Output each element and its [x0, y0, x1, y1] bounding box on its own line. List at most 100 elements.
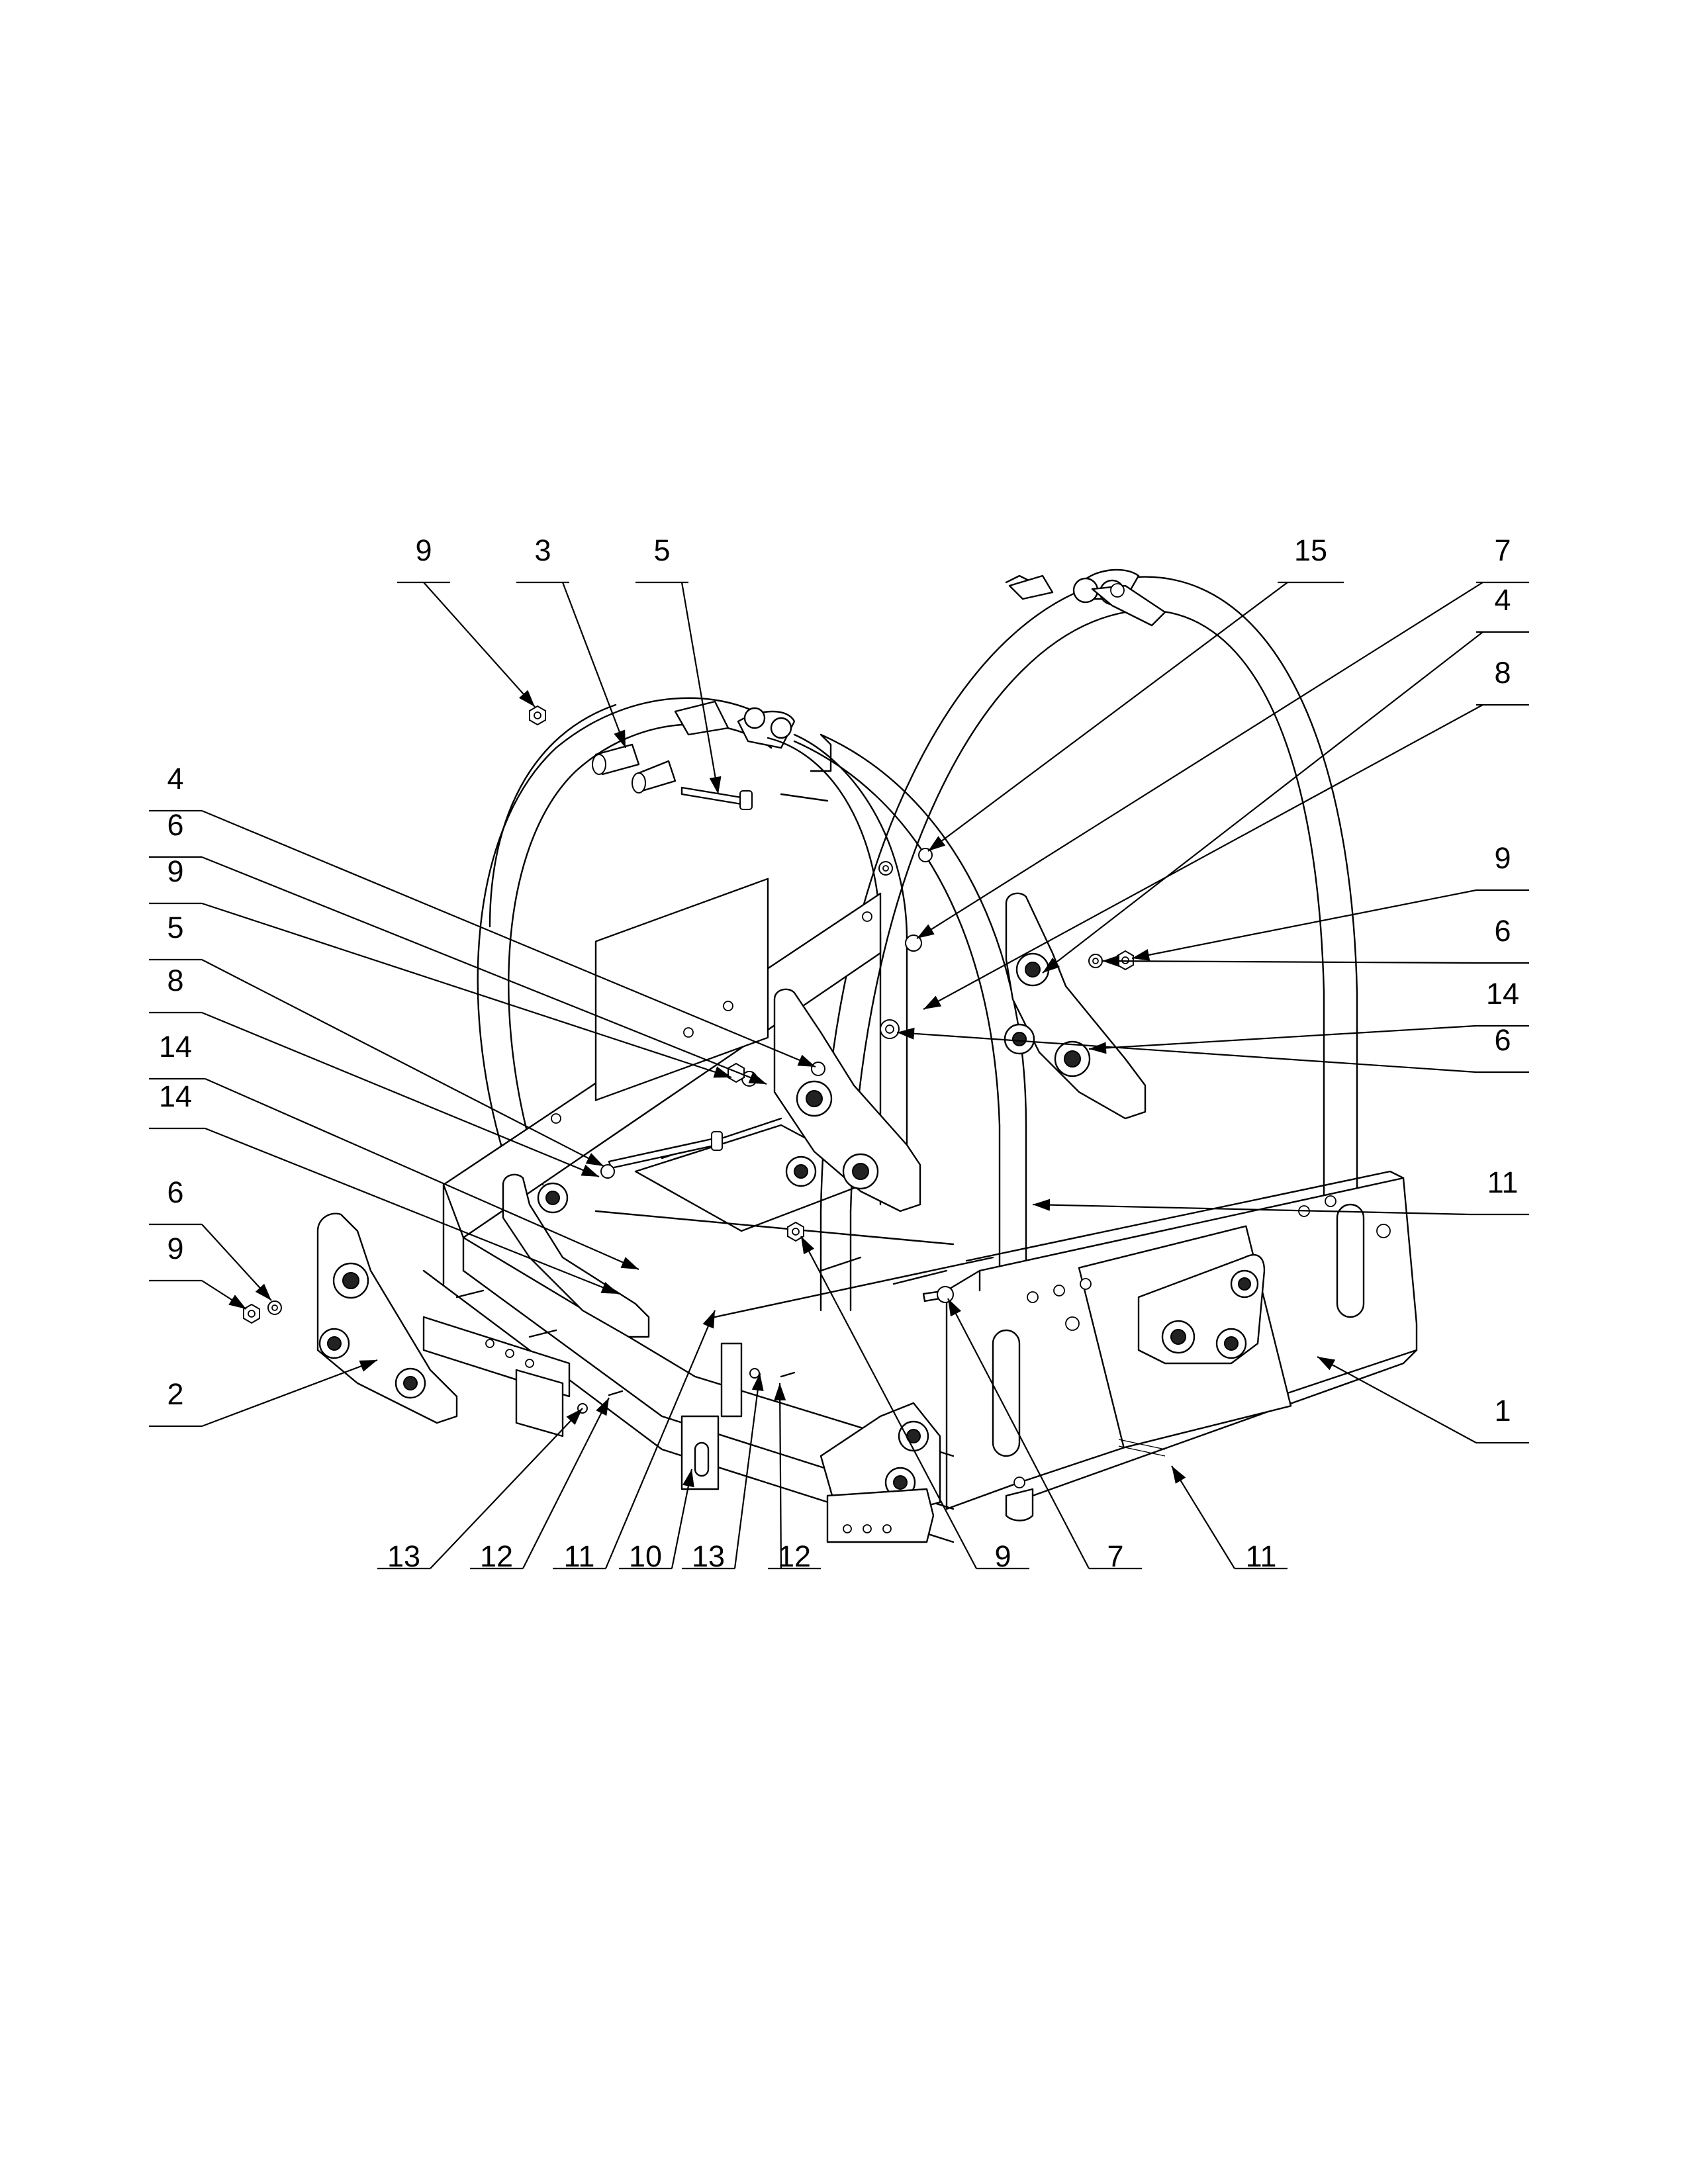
callout-6: 6	[149, 808, 767, 1085]
arrowhead	[702, 1310, 715, 1329]
callout-10: 10	[619, 1469, 694, 1573]
leader-line	[947, 1298, 1090, 1569]
callout-number: 6	[167, 1175, 183, 1209]
right-inner-bracket	[1137, 1253, 1266, 1365]
callout-7: 7	[947, 1298, 1142, 1573]
callout-number: 6	[167, 808, 183, 842]
callout-number: 14	[159, 1030, 192, 1064]
callout-number: 9	[994, 1539, 1011, 1573]
callout-13: 13	[682, 1373, 764, 1573]
callout-number: 8	[167, 964, 183, 997]
callout-number: 14	[159, 1079, 192, 1113]
callout-11: 11	[553, 1310, 716, 1573]
callout-number: 13	[692, 1539, 725, 1573]
arrowhead	[518, 690, 535, 707]
callout-4: 4	[1042, 583, 1529, 974]
callout-9: 9	[1131, 841, 1529, 961]
callout-4: 4	[149, 762, 816, 1068]
leader-line	[1131, 889, 1477, 960]
leader-line	[916, 582, 1483, 939]
callout-number: 9	[167, 854, 183, 888]
middle-strap	[793, 733, 1027, 1272]
arrowhead	[917, 924, 935, 938]
leader-line	[1171, 1465, 1235, 1569]
callout-8: 8	[923, 656, 1529, 1010]
callout-number: 9	[415, 533, 432, 567]
arrowhead	[1033, 1199, 1051, 1211]
callout-number: 5	[167, 911, 183, 944]
callout-6: 6	[896, 1023, 1529, 1073]
centre-pad-bracket	[773, 988, 921, 1212]
arrowhead	[928, 836, 946, 851]
callout-9: 9	[800, 1236, 1029, 1573]
arrowhead	[614, 729, 626, 748]
leader-line	[1317, 1356, 1477, 1443]
callout-13: 13	[377, 1408, 583, 1573]
callout-number: 11	[564, 1539, 595, 1573]
leader-line	[205, 1077, 639, 1271]
callout-number: 4	[167, 762, 183, 796]
arrowhead	[751, 1373, 764, 1391]
callout-number: 12	[778, 1539, 811, 1573]
callout-7: 7	[916, 533, 1529, 939]
callout-number: 3	[534, 533, 551, 567]
leader-line	[522, 1397, 610, 1569]
arrowhead	[774, 1383, 786, 1401]
callout-2: 2	[149, 1359, 378, 1428]
arrowhead	[1317, 1357, 1336, 1371]
callout-number: 10	[629, 1539, 662, 1573]
callout-11: 11	[1171, 1465, 1288, 1573]
leader-line	[778, 1383, 782, 1569]
callout-15: 15	[927, 533, 1344, 852]
callout-number: 9	[1494, 841, 1511, 875]
arrowhead	[748, 1071, 767, 1084]
leader-line	[205, 1127, 620, 1295]
callout-number: 11	[1487, 1165, 1519, 1199]
callout-number: 1	[1494, 1394, 1511, 1428]
arrowhead	[897, 1027, 915, 1040]
leader-line	[923, 704, 1483, 1010]
callout-5: 5	[149, 911, 604, 1167]
leader-line	[201, 809, 816, 1068]
callout-12: 12	[768, 1383, 821, 1573]
callout-14: 14	[149, 1030, 639, 1271]
callout-number: 14	[1486, 977, 1519, 1011]
rear-hoop	[820, 569, 1358, 1312]
callout-14: 14	[149, 1079, 620, 1295]
callout-number: 13	[387, 1539, 420, 1573]
right-detached-pad	[1004, 892, 1147, 1120]
arrowhead	[713, 1066, 731, 1078]
callout-6: 6	[149, 1175, 272, 1301]
arrowhead	[948, 1298, 962, 1317]
callout-3: 3	[516, 533, 627, 749]
arrowhead	[359, 1360, 377, 1372]
left-mounting-foot	[422, 1316, 571, 1437]
callout-9: 9	[149, 854, 732, 1079]
callout-9: 9	[397, 533, 536, 707]
arrowhead	[600, 1281, 619, 1294]
callout-number: 11	[1246, 1539, 1277, 1573]
left-pad-bracket	[316, 1212, 458, 1424]
lower-hanger-bracket	[680, 1342, 743, 1490]
arrowhead	[1102, 955, 1120, 968]
arrowhead	[228, 1295, 246, 1309]
callout-number: 5	[653, 533, 670, 567]
callout-6: 6	[1102, 914, 1529, 968]
leader-line	[430, 1408, 583, 1569]
leader-line	[1032, 1203, 1470, 1216]
arrowhead	[682, 1469, 694, 1488]
leader-line	[201, 1011, 600, 1178]
leader-line	[1102, 960, 1477, 964]
arrowhead	[585, 1153, 604, 1166]
fasteners	[455, 743, 954, 1396]
front-bottom-bracket	[820, 1402, 941, 1543]
callout-9: 9	[149, 1232, 247, 1310]
callout-number: 6	[1494, 1023, 1511, 1057]
leader-line	[604, 1310, 716, 1569]
callout-8: 8	[149, 964, 600, 1178]
arrowhead	[801, 1236, 815, 1255]
callout-number: 6	[1494, 914, 1511, 948]
arrowhead	[797, 1054, 816, 1067]
arrowhead	[1043, 957, 1060, 973]
